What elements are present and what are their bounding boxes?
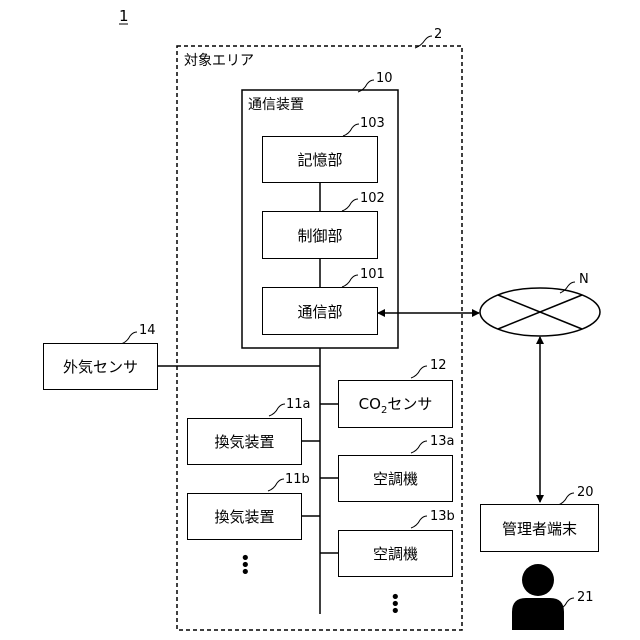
target-area-ref: 2: [434, 27, 442, 42]
ventilator-a-box: 換気装置: [187, 418, 302, 465]
outside-sensor-ref: 14: [139, 323, 156, 338]
aircon-b-ref: 13b: [430, 509, 455, 524]
control-unit-ref: 102: [360, 191, 385, 206]
co2-sensor-box: CO2センサ: [338, 380, 453, 428]
admin-terminal-box: 管理者端末: [480, 504, 599, 552]
aircon-a-box: 空調機: [338, 455, 453, 502]
control-unit-box: 制御部: [262, 211, 378, 259]
co2-sensor-label-suffix: センサ: [387, 395, 432, 413]
control-unit-label: 制御部: [297, 225, 342, 246]
outside-sensor-box: 外気センサ: [43, 343, 158, 390]
storage-unit-label: 記憶部: [297, 149, 342, 170]
target-area-title: 対象エリア: [184, 50, 254, 70]
aircon-b-label: 空調機: [373, 543, 418, 564]
network-ref: N: [579, 272, 589, 287]
network-icon: [480, 288, 600, 336]
co2-sensor-ref: 12: [430, 358, 447, 373]
ventilator-a-label: 換気装置: [214, 431, 274, 452]
co2-sensor-label-prefix: CO: [359, 395, 381, 413]
comm-unit-box: 通信部: [262, 287, 378, 335]
ventilator-a-ref: 11a: [286, 397, 311, 412]
comm-unit-ref: 101: [360, 267, 385, 282]
figure-number: 1: [119, 7, 129, 25]
admin-user-ref: 21: [577, 590, 594, 605]
comm-device-ref: 10: [376, 71, 393, 86]
admin-terminal-label: 管理者端末: [502, 518, 577, 539]
aircon-b-box: 空調機: [338, 530, 453, 577]
ventilator-b-ref: 11b: [285, 472, 310, 487]
aircon-a-ref: 13a: [430, 434, 455, 449]
ventilator-b-label: 換気装置: [214, 506, 274, 527]
ellipsis-left: •••: [240, 555, 250, 576]
comm-unit-label: 通信部: [297, 301, 342, 322]
ventilator-b-box: 換気装置: [187, 493, 302, 540]
outside-sensor-label: 外気センサ: [63, 356, 138, 377]
storage-unit-box: 記憶部: [262, 136, 378, 183]
user-silhouette-icon: [512, 564, 564, 630]
ellipsis-right: •••: [390, 594, 400, 615]
comm-device-title: 通信装置: [248, 94, 304, 114]
co2-sensor-label: CO2センサ: [359, 393, 433, 416]
admin-terminal-ref: 20: [577, 485, 594, 500]
storage-unit-ref: 103: [360, 116, 385, 131]
aircon-a-label: 空調機: [373, 468, 418, 489]
